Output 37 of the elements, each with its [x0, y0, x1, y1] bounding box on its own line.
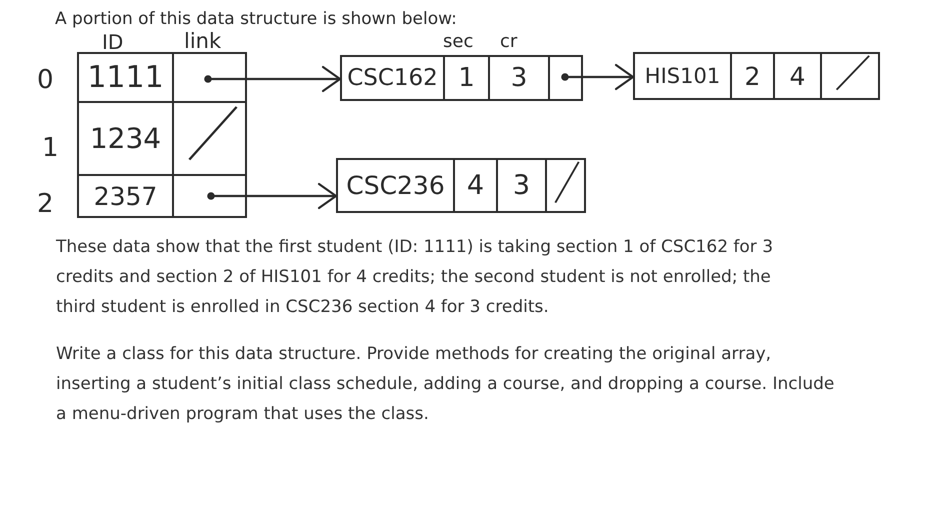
row-index: 2 [37, 191, 54, 217]
arrow [568, 64, 634, 90]
row-index: 1 [42, 135, 59, 161]
credit-number: 4 [790, 64, 806, 88]
task-paragraph: Write a class for this data structure. Provide methods for creating the original array, inserting a student’s initial class schedule, adding a course, and dropping a course. Include a menu-driven program that uses the class. [56, 343, 836, 426]
credit-number: 3 [512, 172, 530, 199]
null-slash: / [832, 55, 868, 97]
section-number: 1 [458, 65, 475, 91]
student-id: 2357 [94, 184, 158, 208]
list-node-box [340, 55, 583, 101]
credit-number: 3 [510, 65, 528, 91]
dot-icon [204, 75, 212, 83]
course-code: HIS101 [644, 66, 720, 86]
null-slash: / [552, 162, 578, 209]
list-node-box [633, 52, 880, 100]
course-code: CSC236 [346, 173, 445, 198]
array-table [77, 52, 247, 218]
link-cell [174, 103, 245, 176]
title: A portion of this data structure is shown below: [55, 9, 457, 30]
list-node-box [336, 158, 586, 213]
student-id: 1234 [90, 124, 162, 152]
column-header: sec [443, 33, 474, 51]
row-index: 0 [37, 67, 54, 93]
section-number: 2 [744, 64, 760, 88]
arrow [210, 66, 342, 92]
column-header: link [184, 31, 222, 52]
column-header: cr [500, 33, 518, 51]
dot-icon [561, 73, 569, 81]
description-paragraph: These data show that the first student (ID: 1111) is taking section 1 of CSC162 for 3 credits and section 2 of HIS101 for 4 credits; the second student is not enrolled; the third student is enrolled in CSC236 section 4 for 3 credits. [56, 236, 774, 319]
course-code: CSC162 [347, 66, 438, 90]
column-header: ID [102, 32, 124, 52]
student-id: 1111 [87, 62, 164, 92]
section-number: 4 [466, 172, 484, 199]
arrow [214, 182, 338, 210]
array-cell [79, 103, 174, 176]
array-cell [79, 54, 174, 103]
dot-icon [207, 192, 215, 200]
